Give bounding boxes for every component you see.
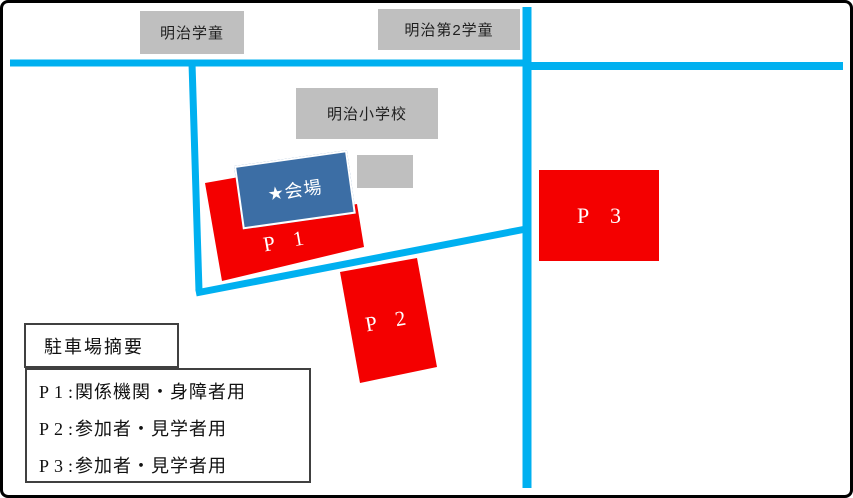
parking-label-p3: P 3 bbox=[577, 202, 629, 228]
legend-row-p3: P3:参加者・見学者用 bbox=[39, 448, 309, 485]
building-meiji-gakudo: 明治学童 bbox=[140, 11, 244, 54]
road-vertical-left bbox=[188, 62, 203, 292]
parking-lot-p2-shape bbox=[340, 258, 437, 383]
legend-row-p2: P2:参加者・見学者用 bbox=[39, 411, 309, 448]
venue-label: ★会場 bbox=[266, 177, 324, 205]
roads bbox=[10, 7, 843, 488]
road-diagonal bbox=[195, 225, 527, 297]
legend-p1-colon: : bbox=[68, 382, 74, 402]
legend-title-box: 駐車場摘要 bbox=[24, 323, 179, 368]
legend-p2-colon: : bbox=[68, 419, 74, 439]
legend-row-p1: P1:関係機関・身障者用 bbox=[39, 374, 309, 411]
building-annex-unlabeled bbox=[357, 155, 413, 188]
building-meiji-gakudo-label: 明治学童 bbox=[159, 25, 224, 42]
legend-p3-code: P3 bbox=[39, 456, 69, 476]
building-meiji-elementary-school-label: 明治小学校 bbox=[326, 106, 407, 123]
legend-p1-code: P1 bbox=[39, 382, 69, 402]
building-meiji-dai2-gakudo: 明治第2学童 bbox=[378, 9, 520, 50]
legend-p3-colon: : bbox=[68, 456, 74, 476]
parking-lot-p3: P 3 bbox=[539, 170, 659, 261]
parking-lot-p1-shape bbox=[205, 177, 364, 281]
legend-body: P1:関係機関・身障者用 P2:参加者・見学者用 P3:参加者・見学者用 bbox=[25, 368, 311, 483]
legend-p2-desc: 参加者・見学者用 bbox=[75, 419, 228, 439]
legend-p3-desc: 参加者・見学者用 bbox=[75, 456, 228, 476]
legend-p1-desc: 関係機関・身障者用 bbox=[75, 382, 247, 402]
legend-p2-code: P2 bbox=[39, 419, 69, 439]
building-meiji-dai2-gakudo-label: 明治第2学童 bbox=[404, 22, 494, 39]
legend-title-label: 駐車場摘要 bbox=[44, 336, 144, 357]
building-meiji-elementary-school: 明治小学校 bbox=[296, 88, 438, 139]
